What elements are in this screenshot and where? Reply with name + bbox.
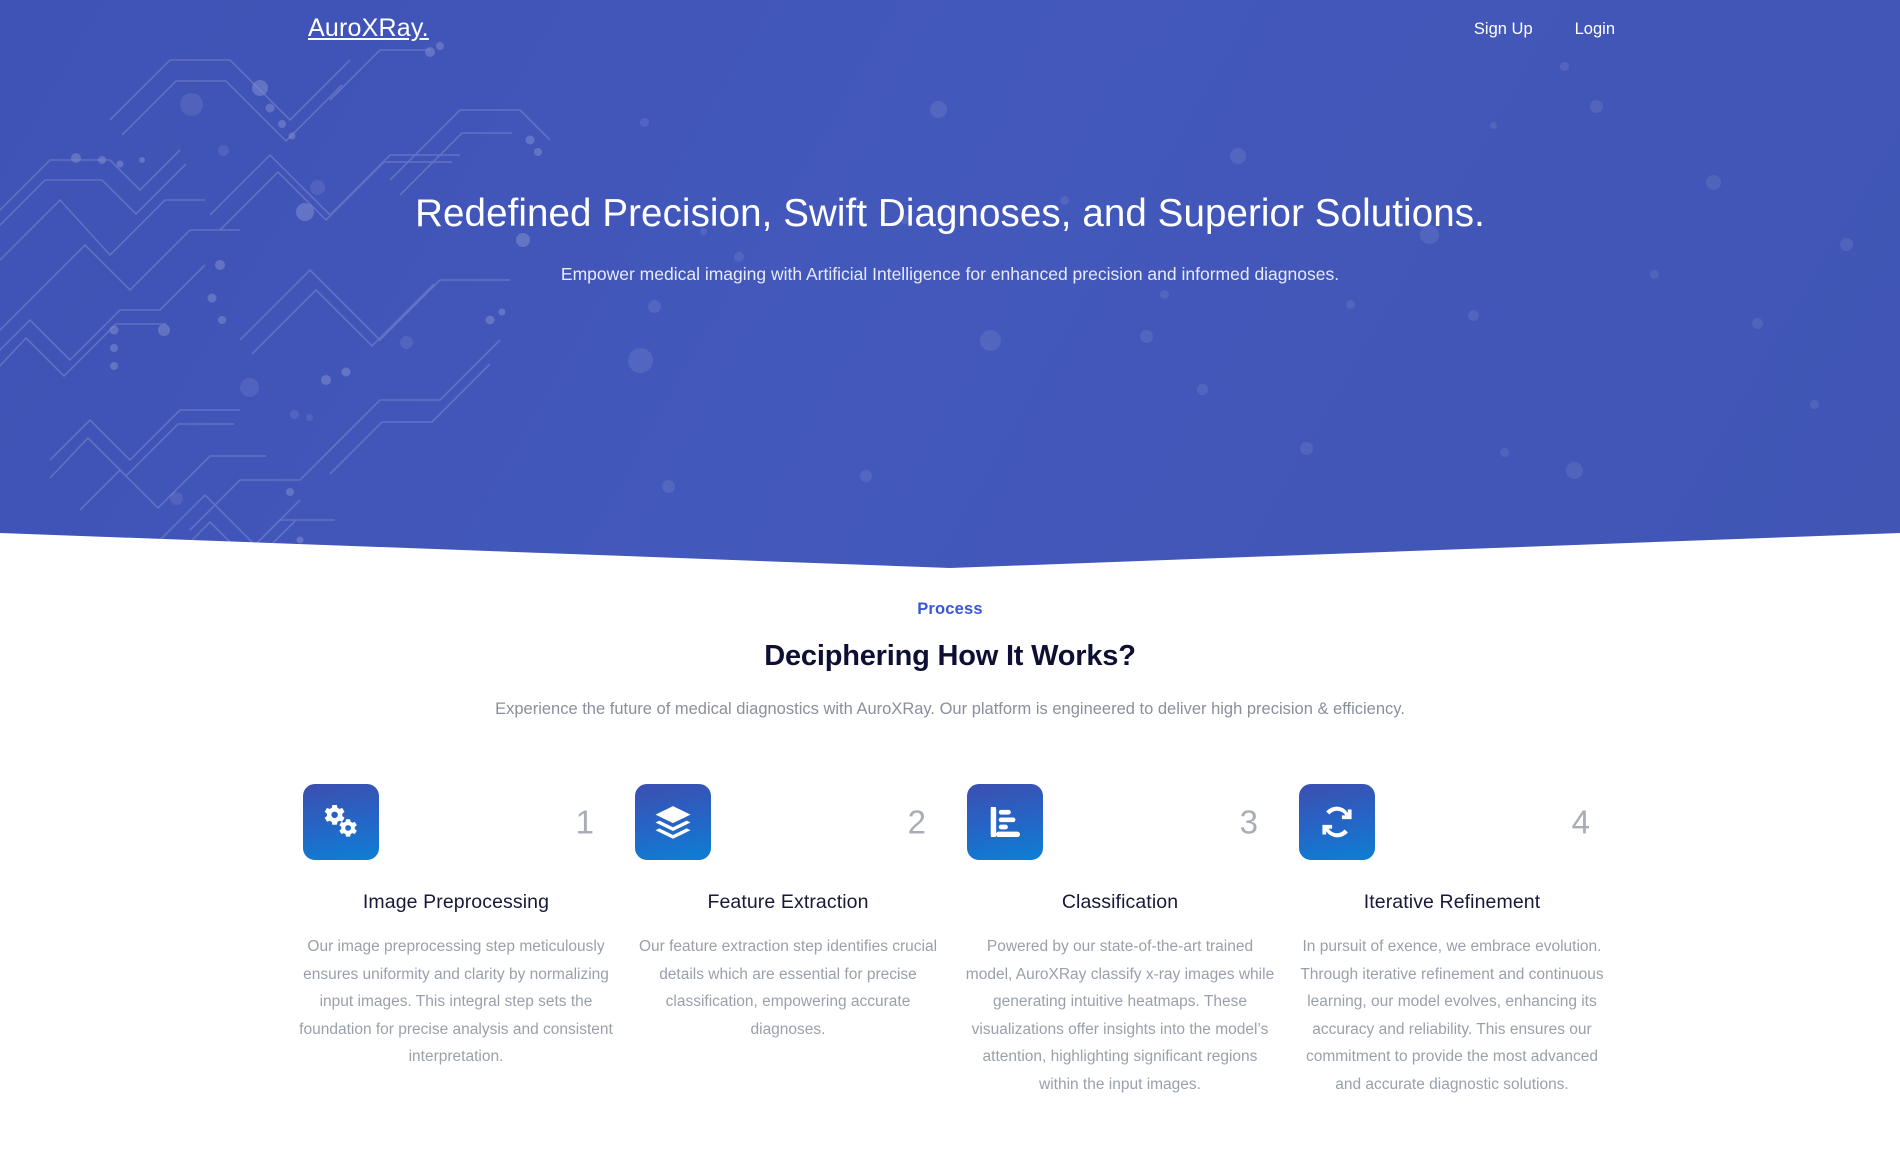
process-eyebrow: Process — [917, 600, 983, 618]
process-description: Experience the future of medical diagnos… — [495, 700, 1405, 718]
layers-icon — [655, 806, 691, 839]
step-icon-tile — [635, 784, 711, 860]
process-step-card: 1 Image Preprocessing Our image preproce… — [290, 780, 622, 1098]
step-description: Powered by our state-of-the-art trained … — [965, 938, 1275, 1093]
step-header: 4 — [1286, 780, 1618, 864]
step-icon-tile — [1299, 784, 1375, 860]
step-title: Iterative Refinement — [1363, 891, 1541, 913]
hero-subtitle: Empower medical imaging with Artificial … — [560, 264, 1340, 285]
step-title: Classification — [1061, 891, 1179, 913]
brand-logo[interactable]: AuroXRay. — [308, 14, 429, 42]
hero-section: AuroXRay. Sign Up Login Redefined Precis… — [0, 0, 1900, 572]
step-number: 1 — [575, 803, 594, 841]
step-header: 3 — [954, 780, 1286, 864]
gears-icon — [324, 804, 357, 837]
process-step-card: 4 Iterative Refinement In pursuit of exe… — [1286, 780, 1618, 1098]
refresh-sync-icon — [1322, 806, 1352, 838]
nav-links: Sign Up Login — [1474, 20, 1615, 39]
nav-link-sign-up[interactable]: Sign Up — [1473, 20, 1533, 38]
process-steps: 1 Image Preprocessing Our image preproce… — [290, 780, 1620, 1098]
step-description: In pursuit of exence, we embrace evoluti… — [1300, 938, 1604, 1093]
process-section: Process Deciphering How It Works? Experi… — [0, 600, 1900, 719]
step-title: Feature Extraction — [707, 891, 869, 913]
top-navigation: AuroXRay. Sign Up Login — [0, 0, 1900, 64]
process-step-card: 2 Feature Extraction Our feature extract… — [622, 780, 954, 1098]
nav-link-login[interactable]: Login — [1574, 20, 1615, 38]
step-header: 1 — [290, 780, 622, 864]
bar-chart-icon — [990, 807, 1020, 837]
step-description: Our feature extraction step identifies c… — [638, 938, 938, 1038]
step-description: Our image preprocessing step meticulousl… — [299, 938, 613, 1066]
hero-background — [0, 0, 1900, 568]
step-icon-tile — [303, 784, 379, 860]
step-number: 4 — [1571, 803, 1590, 841]
process-step-card: 3 Classification Powered by our state-of… — [954, 780, 1286, 1098]
step-title: Image Preprocessing — [362, 891, 550, 913]
step-icon-tile — [967, 784, 1043, 860]
hero-title: Redefined Precision, Swift Diagnoses, an… — [415, 192, 1485, 235]
step-header: 2 — [622, 780, 954, 864]
step-number: 3 — [1239, 803, 1258, 841]
hero-copy: Redefined Precision, Swift Diagnoses, an… — [0, 190, 1900, 287]
step-number: 2 — [907, 803, 926, 841]
process-title: Deciphering How It Works? — [764, 640, 1136, 672]
